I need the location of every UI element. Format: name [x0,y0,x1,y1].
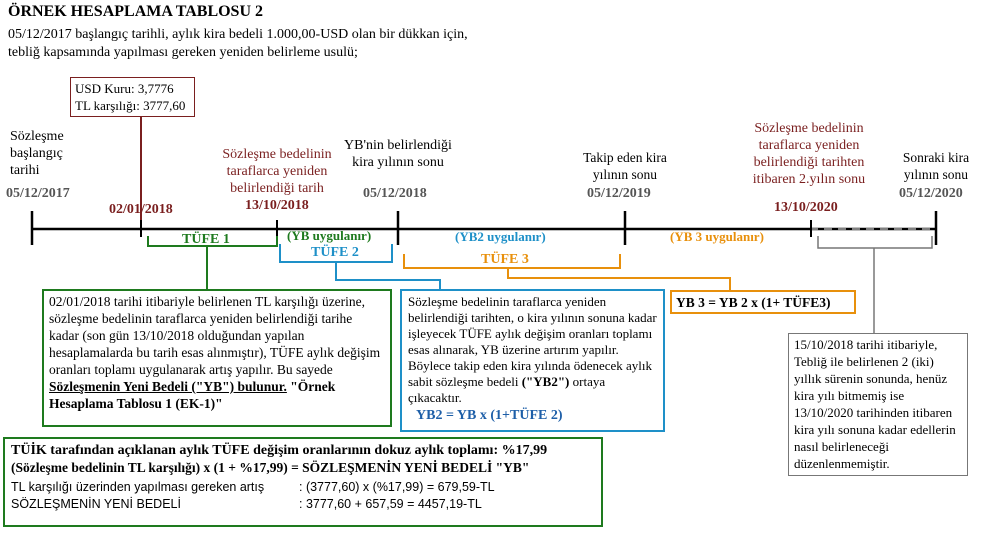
usd-rate: USD Kuru: 3,7776 [75,81,174,96]
intro-text: 05/12/2017 başlangıç tarihli, aylık kira… [8,26,468,62]
next-year-end-label: Takip eden kira yılının sonu [583,150,667,182]
calc-new-price-value: : 3777,60 + 657,59 = 4457,19-TL [299,497,482,511]
calc-new-price-label: SÖZLEŞMENİN YENİ BEDELİ [11,497,181,511]
renegotiation-label: Sözleşme bedelinin taraflarca yeniden be… [222,147,332,196]
tl-equivalent: TL karşılığı: 3777,60 [75,98,186,113]
tufe2-label: TÜFE 2 [311,245,359,260]
following-year-end-label: Sonraki kira yılının sonu [902,150,970,182]
calc-tufe-total: TÜİK tarafından açıklanan aylık TÜFE değ… [11,443,548,458]
yb2-formula: YB2 = YB x (1+TÜFE 2) [416,408,563,423]
yb2-bold: ("YB2") [521,374,570,389]
calculation-box: TÜİK tarafından açıklanan aylık TÜFE değ… [3,437,603,527]
calc-yb-formula: (Sözleşme bedelinin TL karşılığı) x (1 +… [11,460,530,475]
yb-explanation-text: 02/01/2018 tarihi itibariyle belirlenen … [49,294,381,377]
note-box: 15/10/2018 tarihi itibariyle, Tebliğ ile… [788,333,968,476]
intro-line-2: tebliğ kapsamında yapılması gereken yeni… [8,45,358,60]
yb-explanation-bold: Sözleşmenin Yeni Bedeli ("YB") bulunur. [49,379,287,394]
calc-row-new-price: SÖZLEŞMENİN YENİ BEDELİ : 3777,60 + 657,… [11,496,595,513]
page-title: ÖRNEK HESAPLAMA TABLOSU 2 [8,3,264,20]
usd-rate-box: USD Kuru: 3,7776 TL karşılığı: 3777,60 [70,77,195,117]
segment-yb: (YB uygulanır) [287,228,372,243]
yb-reference: "Örnek Hesaplama Tablosu 1 (EK-1)" [49,379,336,411]
yb2-explanation-box: Sözleşme bedelinin taraflarca yeniden be… [400,289,665,432]
calc-increase-value: : (3777,60) x (%17,99) = 679,59-TL [299,480,495,494]
yb3-formula: YB 3 = YB 2 x (1+ TÜFE3) [676,295,831,310]
second-year-end-date: 13/10/2020 [774,200,838,215]
start-date: 05/12/2017 [6,186,70,201]
yb-year-end-label: YB'nin belirlendiği kira yılının sonu [344,138,452,170]
segment-yb2: (YB2 uygulanır) [455,229,546,244]
second-year-end-label: Sözleşme bedelinin taraflarca yeniden be… [752,121,866,187]
segment-yb3: (YB 3 uygulanır) [670,229,764,244]
intro-line-1: 05/12/2017 başlangıç tarihli, aylık kira… [8,27,468,42]
yb2-explanation-text: Sözleşme bedelinin taraflarca yeniden be… [408,294,657,389]
yb-year-end-date: 05/12/2018 [363,186,427,201]
tufe1-label: TÜFE 1 [182,232,230,247]
calc-increase-label: TL karşılığı üzerinden yapılması gereken… [11,480,265,494]
tufe3-label: TÜFE 3 [481,252,529,267]
yb2-explanation-tail: ortaya çıkacaktır. [408,374,606,405]
following-year-end-date: 05/12/2020 [899,186,963,201]
next-year-end-date: 05/12/2019 [587,186,651,201]
note-text: 15/10/2018 tarihi itibariyle, Tebliğ ile… [794,337,956,471]
calc-row-increase: TL karşılığı üzerinden yapılması gereken… [11,479,595,496]
start-label: Sözleşme başlangıç tarihi [10,129,64,178]
yb-explanation-box: 02/01/2018 tarihi itibariyle belirlenen … [42,289,392,427]
fx-date: 02/01/2018 [109,202,173,217]
yb3-formula-box: YB 3 = YB 2 x (1+ TÜFE3) [670,290,856,314]
renegotiation-date: 13/10/2018 [245,198,309,213]
